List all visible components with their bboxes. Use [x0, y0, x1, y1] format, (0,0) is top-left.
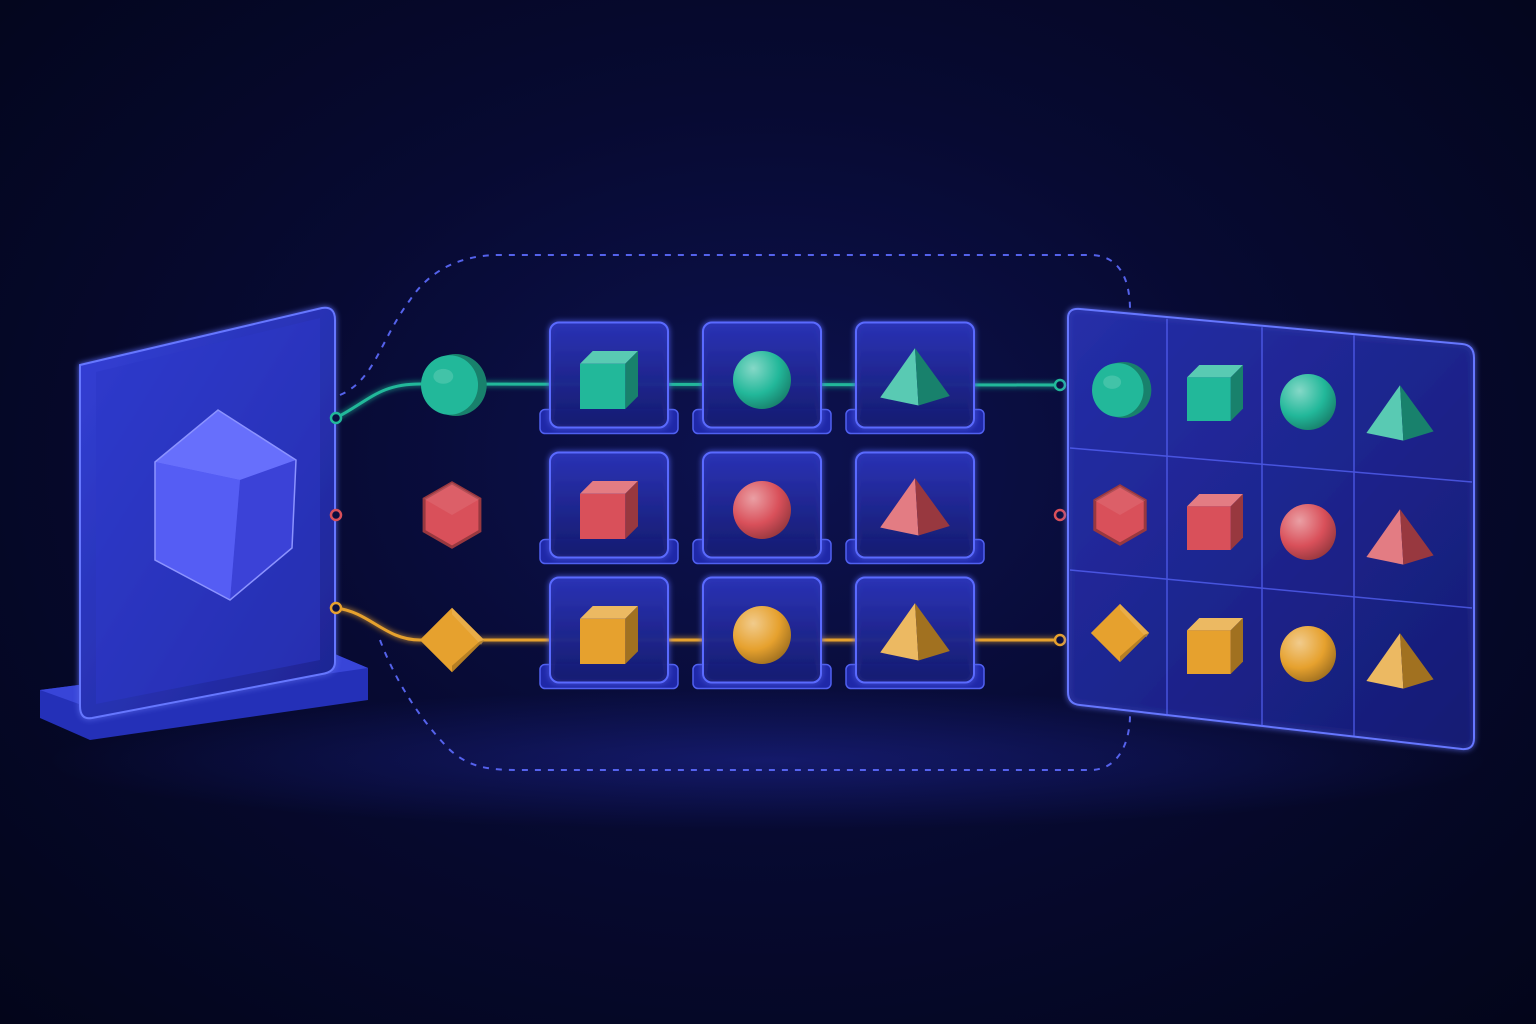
- grid-divider: [1069, 447, 1473, 483]
- output-grid-row-amber: [1090, 603, 1434, 689]
- cube-icon: [1187, 365, 1243, 421]
- pyramid-icon: [1366, 633, 1434, 689]
- stage-tile: [539, 451, 679, 565]
- pyramid-icon: [880, 603, 950, 661]
- pyramid-icon: [880, 348, 950, 406]
- output-grid-panel: [1067, 307, 1475, 751]
- diamond-icon: [1090, 603, 1150, 663]
- circle-icon: [1092, 362, 1152, 418]
- gem-icon: [154, 409, 297, 601]
- sphere-icon: [1280, 504, 1336, 560]
- output-grid: [1090, 362, 1434, 689]
- cube-icon: [580, 481, 638, 539]
- connector-node: [329, 411, 343, 425]
- stage-tile: [845, 321, 985, 435]
- pipeline-row-red: [329, 451, 1067, 565]
- stage-tile: [845, 576, 985, 690]
- grid-divider: [1069, 569, 1473, 609]
- cube-icon: [580, 606, 638, 664]
- connector-node: [1053, 508, 1067, 522]
- stage-tile: [539, 576, 679, 690]
- sphere-icon: [1280, 626, 1336, 682]
- sphere-icon: [1280, 374, 1336, 430]
- diamond-icon: [419, 607, 485, 673]
- stage-tile: [845, 451, 985, 565]
- cube-icon: [580, 351, 638, 409]
- connector-node: [329, 508, 343, 522]
- cube-icon: [1187, 618, 1243, 674]
- pyramid-icon: [1366, 509, 1434, 565]
- circle-icon: [421, 354, 487, 416]
- stage-tile: [692, 576, 832, 690]
- connector-node: [329, 601, 343, 615]
- output-grid-row-red: [1093, 484, 1434, 565]
- pipeline: [329, 321, 1067, 690]
- sphere-icon: [733, 481, 791, 539]
- stage-tile: [692, 321, 832, 435]
- stage-tile: [692, 451, 832, 565]
- connector-line: [335, 606, 1060, 642]
- hexagon-icon: [1093, 484, 1147, 546]
- stage-tile: [539, 321, 679, 435]
- pipeline-row-amber: [329, 576, 1067, 690]
- cube-icon: [1187, 494, 1243, 550]
- source-panel: [40, 306, 368, 740]
- pipeline-row-teal: [329, 321, 1067, 435]
- connector-line: [335, 382, 1061, 420]
- connector-node: [1053, 633, 1067, 647]
- pyramid-icon: [880, 478, 950, 536]
- output-grid-row-teal: [1092, 362, 1434, 441]
- feedback-loop-path: [339, 254, 1131, 771]
- pyramid-icon: [1366, 385, 1434, 441]
- connector-node: [1053, 378, 1067, 392]
- sphere-icon: [733, 351, 791, 409]
- hexagon-icon: [422, 481, 482, 549]
- sphere-icon: [733, 606, 791, 664]
